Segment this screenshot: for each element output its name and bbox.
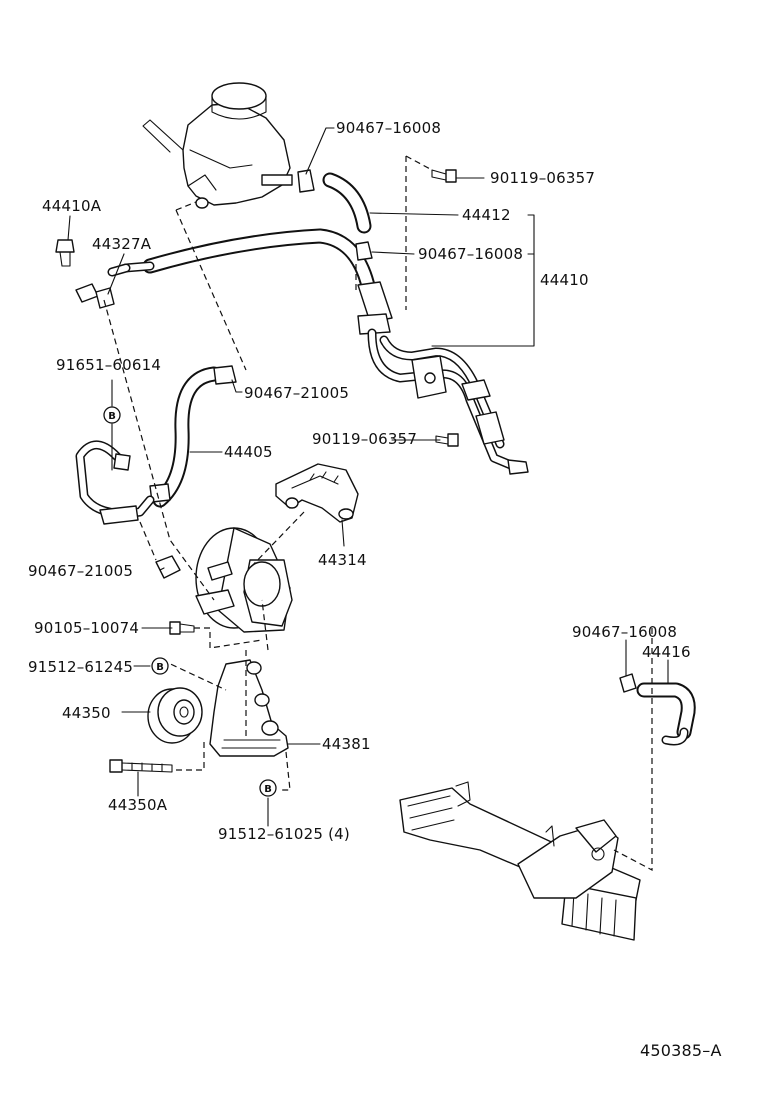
part-label-44350a: 44350A: [108, 796, 168, 814]
part-label-44416: 44416: [642, 643, 691, 661]
part-label-90467-21005-upper: 90467–21005: [244, 384, 350, 402]
b-marker-label: B: [264, 784, 272, 795]
dashed-assembly-lines: [103, 155, 653, 871]
reservoir-tank: [142, 82, 293, 209]
part-label-44410a: 44410A: [42, 197, 102, 215]
idler-pulley-44350: [147, 687, 203, 744]
return-tube: [75, 440, 155, 525]
clamp-90467-16008-right: [619, 673, 637, 693]
vane-pump: [195, 527, 293, 633]
pressure-tube-44410: [367, 328, 529, 475]
part-label-44405: 44405: [224, 443, 273, 461]
part-label-90467-16008-top: 90467–16008: [336, 119, 442, 137]
part-label-44410: 44410: [540, 271, 589, 289]
part-label-44381: 44381: [322, 735, 371, 753]
part-label-91512-61245: 91512–61245: [28, 658, 134, 676]
pressure-hose-44412: [107, 228, 393, 335]
bolt-90119-06357-top: [431, 169, 457, 183]
b-marker-91651: B: [103, 406, 121, 424]
figure-code: 450385–A: [640, 1041, 722, 1060]
union-bolt-44410a: [55, 239, 115, 309]
return-hose-44405: [149, 365, 237, 508]
b-marker-label: B: [108, 411, 116, 422]
return-hose-upper: [322, 172, 372, 234]
part-label-44412: 44412: [462, 206, 511, 224]
part-label-91512-61025: 91512–61025 (4): [218, 825, 350, 843]
part-label-90467-21005-lower: 90467–21005: [28, 562, 134, 580]
part-label-44327a: 44327A: [92, 235, 152, 253]
part-label-90467-16008-right: 90467–16008: [572, 623, 678, 641]
part-label-44314: 44314: [318, 551, 367, 569]
part-label-90467-16008-mid: 90467–16008: [418, 245, 524, 263]
leader-lines: [67, 127, 669, 827]
b-marker-label: B: [156, 662, 164, 673]
b-marker-91512-61245: B: [151, 657, 169, 675]
clamp-90467-21005-low: [155, 555, 181, 579]
bolt-90105-10074: [169, 621, 195, 635]
part-label-91651-60614: 91651–60614: [56, 356, 162, 374]
bolt-90119-06357-low: [435, 433, 459, 447]
bolt-44350a: [109, 759, 173, 773]
part-label-90105-10074: 90105–10074: [34, 619, 140, 637]
part-label-90119-06357-top: 90119–06357: [490, 169, 596, 187]
steering-gear-rack: [399, 781, 641, 941]
part-label-90119-06357-low: 90119–06357: [312, 430, 418, 448]
clamp-90467-16008-mid: [355, 241, 373, 261]
pump-cover-44314: [275, 463, 359, 523]
return-hose-44416: [636, 682, 696, 746]
part-label-44350: 44350: [62, 704, 111, 722]
b-marker-91512-61025: B: [259, 779, 277, 797]
pump-bracket-44381: [209, 659, 289, 757]
clamp-90467-16008-top: [297, 169, 315, 193]
